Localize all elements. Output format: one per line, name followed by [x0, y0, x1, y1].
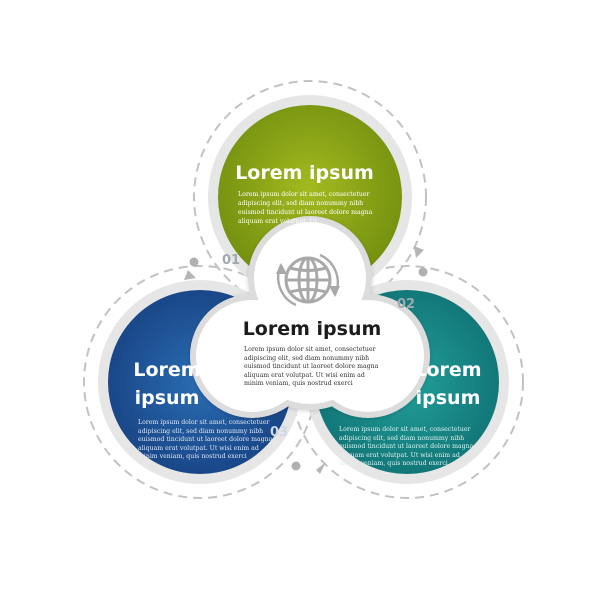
segment-3-title-line1: Lorem [133, 359, 201, 381]
segment-1-number: 01 [222, 253, 241, 268]
segment-3-number: 03 [270, 425, 289, 440]
segment-3-title: Lorem ipsum [112, 356, 222, 412]
segment-2-title-line2: ipsum [415, 387, 481, 409]
segment-2-title-line1: Lorem [414, 359, 482, 381]
arrow-icon [184, 246, 424, 474]
segment-1-body: Lorem ipsum dolor sit amet, consectetuer… [238, 191, 373, 225]
center-body: Lorem ipsum dolor sit amet, consectetuer… [244, 346, 379, 388]
segment-1-title: Lorem ipsum [235, 162, 374, 184]
segment-3-title-line2: ipsum [134, 387, 200, 409]
segment-2-body: Lorem ipsum dolor sit amet, consectetuer… [339, 426, 474, 468]
refresh-arrow-icon [276, 263, 340, 297]
segment-2-title: Lorem ipsum [393, 356, 503, 412]
segment-3-body: Lorem ipsum dolor sit amet, consectetuer… [138, 419, 273, 461]
segment-2-number: 02 [397, 297, 416, 312]
center-trefoil [190, 216, 430, 418]
globe-refresh-icon [277, 253, 339, 307]
center-title: Lorem ipsum [242, 318, 382, 340]
dot-icon [189, 257, 428, 471]
